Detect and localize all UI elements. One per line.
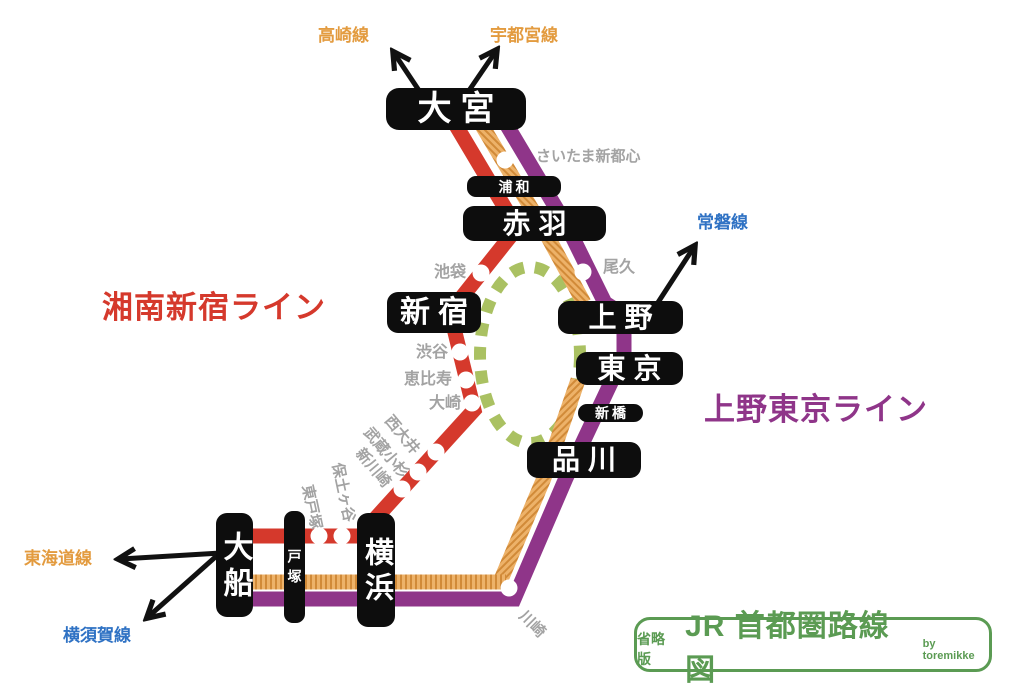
station-label-ebisu: 恵比寿 — [404, 371, 453, 388]
station-dot-nishi-oi — [427, 443, 445, 461]
badge-byline: by toremikke — [922, 638, 975, 662]
station-label-oku: 尾久 — [603, 259, 636, 276]
arrow-to-joban-line-icon — [654, 247, 694, 306]
station-dot-hodogaya — [333, 527, 351, 545]
station-dot-saitama-shintoshin — [496, 151, 514, 169]
map-title-badge: 省略版 JR 首都圏路線図 by toremikke — [634, 610, 992, 687]
line-label-tokaido: 東海道線 — [24, 549, 92, 568]
station-box-ueno: 上野 — [558, 301, 683, 334]
station-dot-ebisu — [457, 371, 475, 389]
badge-prefix: 省略版 — [637, 630, 665, 667]
station-dot-kawasaki — [500, 579, 518, 597]
arrow-to-yokosuka-line-icon — [148, 550, 223, 617]
station-box-shinagawa: 品川 — [527, 442, 641, 478]
station-label-saitama-shintoshin: さいたま新都心 — [536, 148, 641, 165]
line-label-ueno-tokyo: 上野東京ライン — [704, 392, 928, 427]
arrow-to-tokaido-line-icon — [120, 553, 222, 559]
station-box-akabane: 赤羽 — [463, 206, 606, 241]
station-dot-ikebukuro — [472, 264, 490, 282]
badge-title: JR 首都圏路線図 — [685, 609, 890, 687]
station-dot-shibuya — [451, 343, 469, 361]
station-dot-shin-kawasaki — [393, 480, 411, 498]
line-label-joban: 常磐線 — [697, 213, 748, 232]
arrow-to-takasaki-line-icon — [394, 53, 423, 94]
station-dot-higashi-totsuka — [310, 527, 328, 545]
station-box-urawa: 浦和 — [467, 176, 561, 197]
station-label-osaki: 大崎 — [429, 395, 462, 412]
station-box-shimbashi: 新橋 — [578, 404, 643, 422]
station-dot-musashi-kosugi — [409, 463, 427, 481]
station-box-yokohama: 横浜 — [357, 513, 395, 627]
station-label-shibuya: 渋谷 — [416, 344, 449, 361]
line-label-takasaki: 高崎線 — [318, 26, 369, 45]
tokaido-line-diagonal-path — [493, 377, 586, 585]
station-box-omiya: 大宮 — [386, 88, 526, 130]
station-label-ikebukuro: 池袋 — [434, 264, 467, 281]
line-label-yokosuka: 横須賀線 — [63, 626, 131, 645]
station-box-totsuka: 戸塚 — [284, 511, 305, 623]
line-label-utsunomiya: 宇都宮線 — [490, 26, 558, 45]
station-box-tokyo: 東京 — [576, 352, 683, 385]
station-box-shinjuku: 新宿 — [387, 292, 481, 333]
arrow-to-utsunomiya-line-icon — [465, 51, 496, 94]
line-label-shonan-shinjuku: 湘南新宿ライン — [102, 290, 326, 325]
station-dot-oku — [574, 263, 592, 281]
station-box-ofuna: 大船 — [216, 513, 253, 617]
station-dot-osaki — [463, 394, 481, 412]
